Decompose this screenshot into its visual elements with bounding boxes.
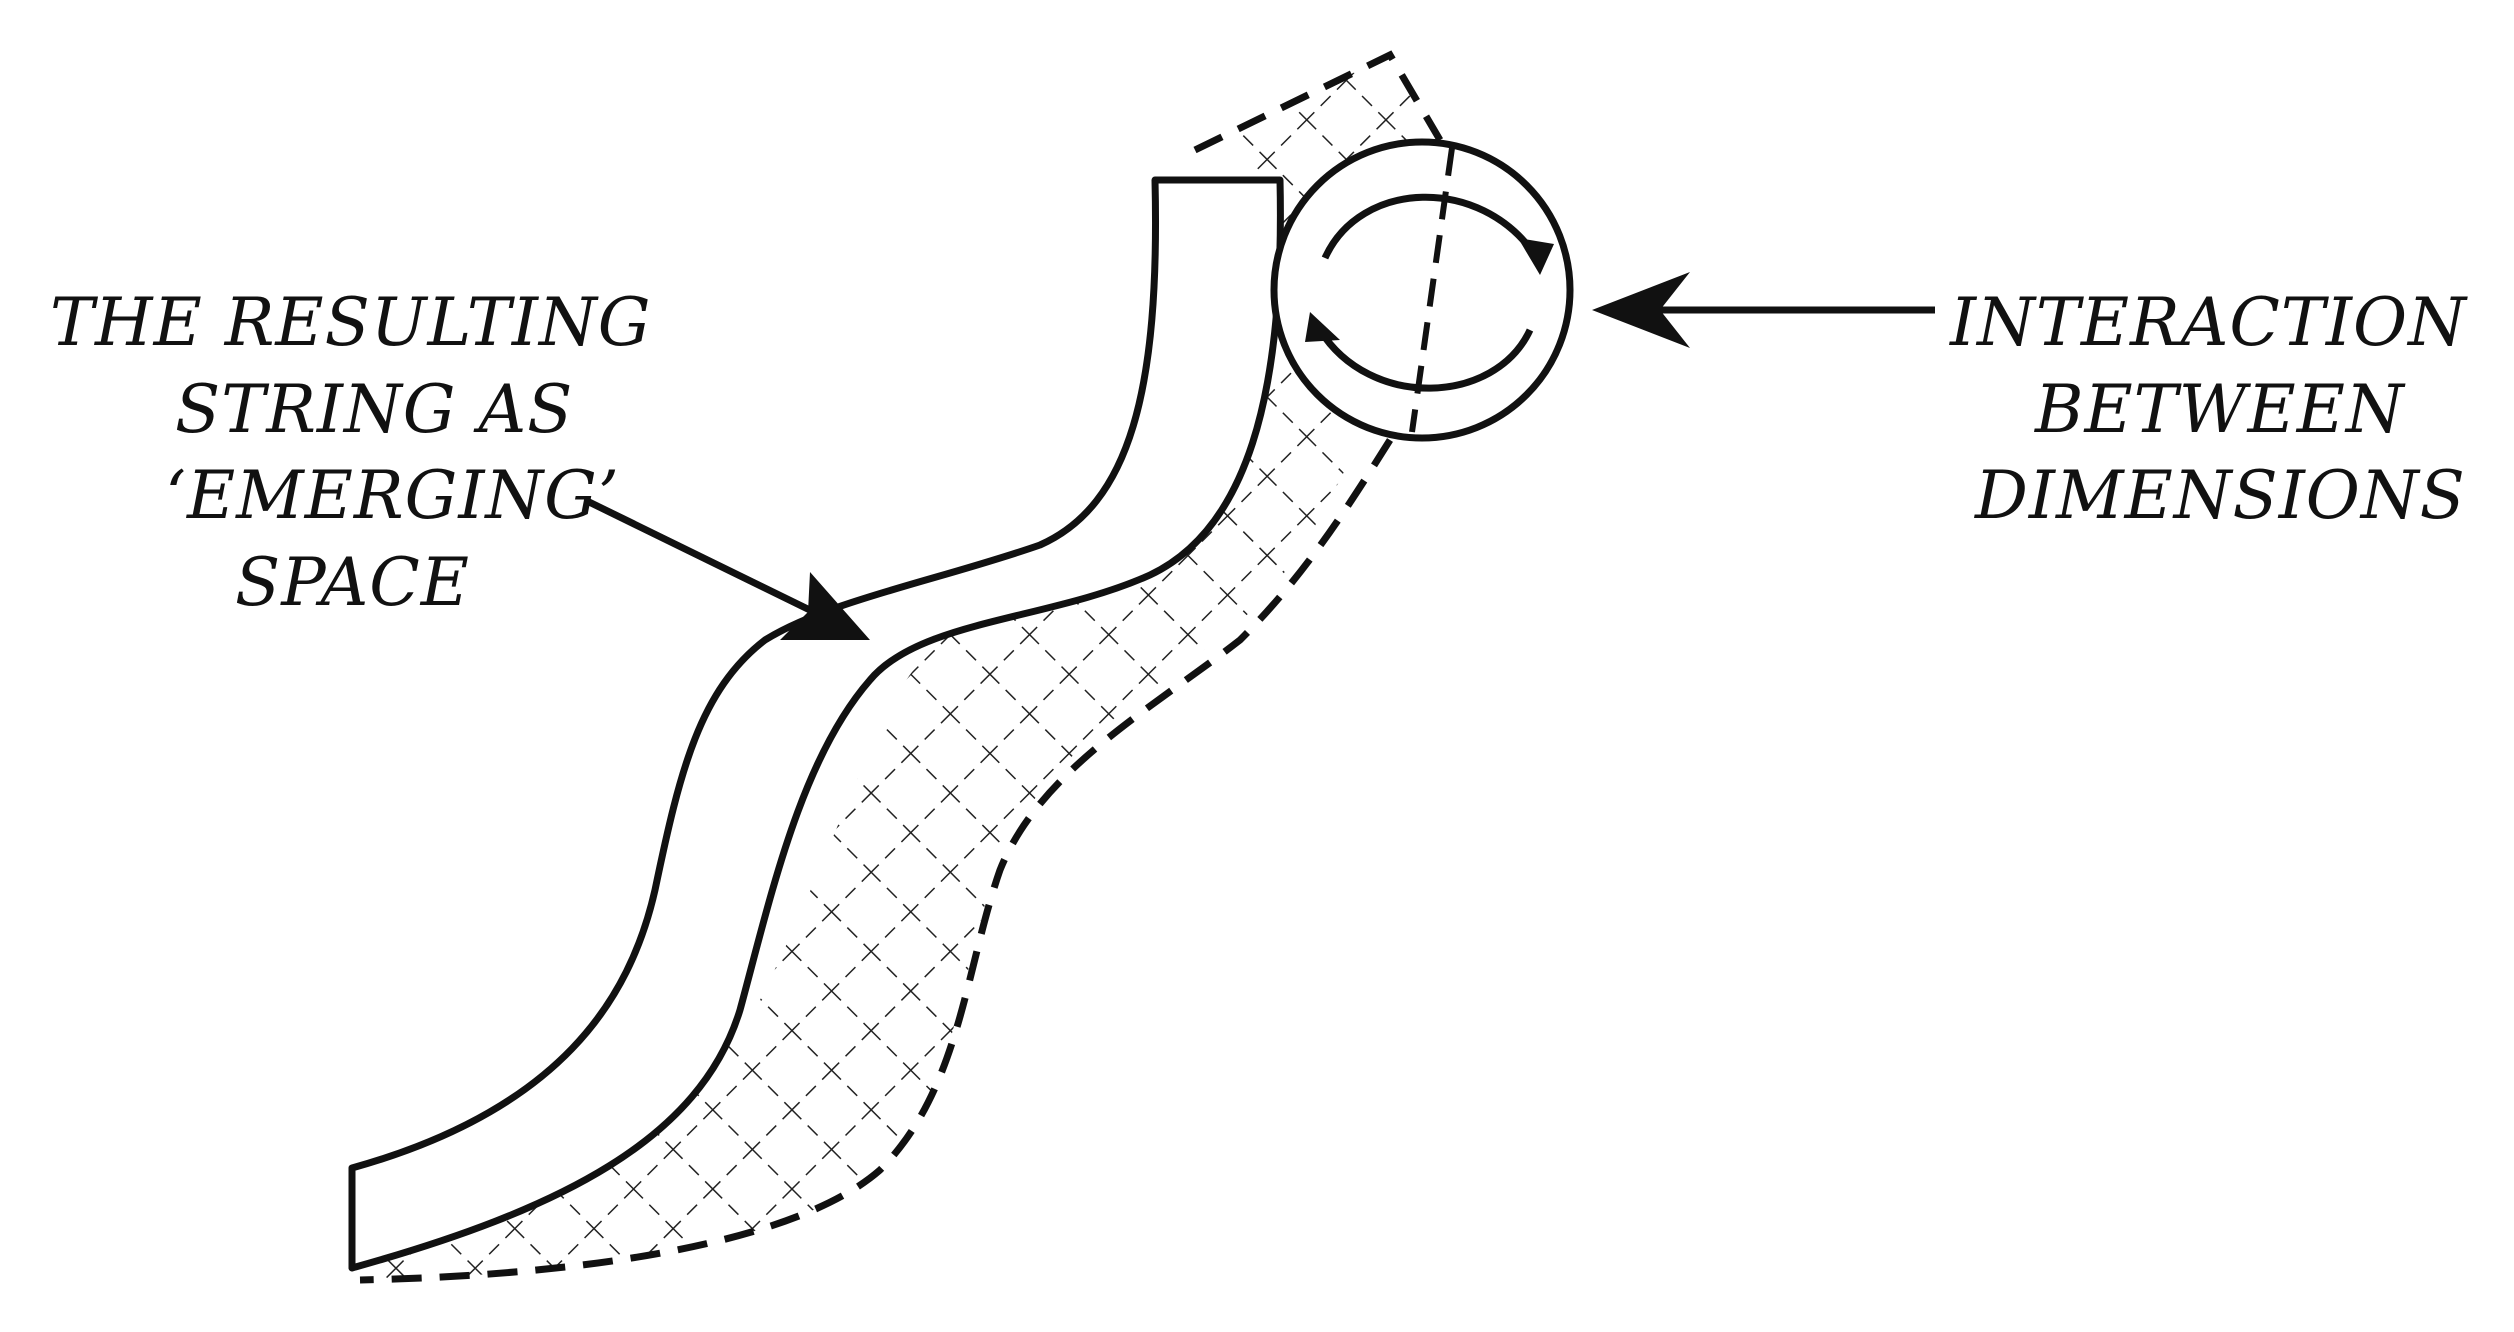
right-label-line3: DIMENSIONS [1974, 457, 2466, 534]
left-label-line2: STRING AS [175, 371, 573, 448]
rotation-arc-bottom [1317, 328, 1534, 392]
left-label-line4: SPACE [235, 544, 470, 621]
string-ribbon [348, 176, 1284, 1272]
dashed-boundary-outer [1193, 50, 1444, 154]
left-label: THE RESULTING STRING AS ‘EMERGING’ SPACE [50, 284, 651, 621]
right-label-line2: BETWEEN [2034, 371, 2406, 448]
right-label: INTERACTION BETWEEN DIMENSIONS [1949, 284, 2468, 534]
rotation-arrowhead-bottom [1305, 312, 1340, 342]
dashed-boundary-lower [359, 438, 1393, 1284]
rotation-arrowhead-top [1518, 238, 1554, 275]
right-pointer-arrow [1592, 272, 1935, 348]
right-label-line1: INTERACTION [1949, 284, 2468, 361]
left-label-line1: THE RESULTING [50, 284, 651, 361]
interaction-circle [1270, 138, 1574, 442]
left-pointer-arrow [583, 496, 870, 640]
left-label-line3: ‘EMERGING’ [165, 457, 620, 534]
rotation-arc-top [1321, 193, 1538, 260]
